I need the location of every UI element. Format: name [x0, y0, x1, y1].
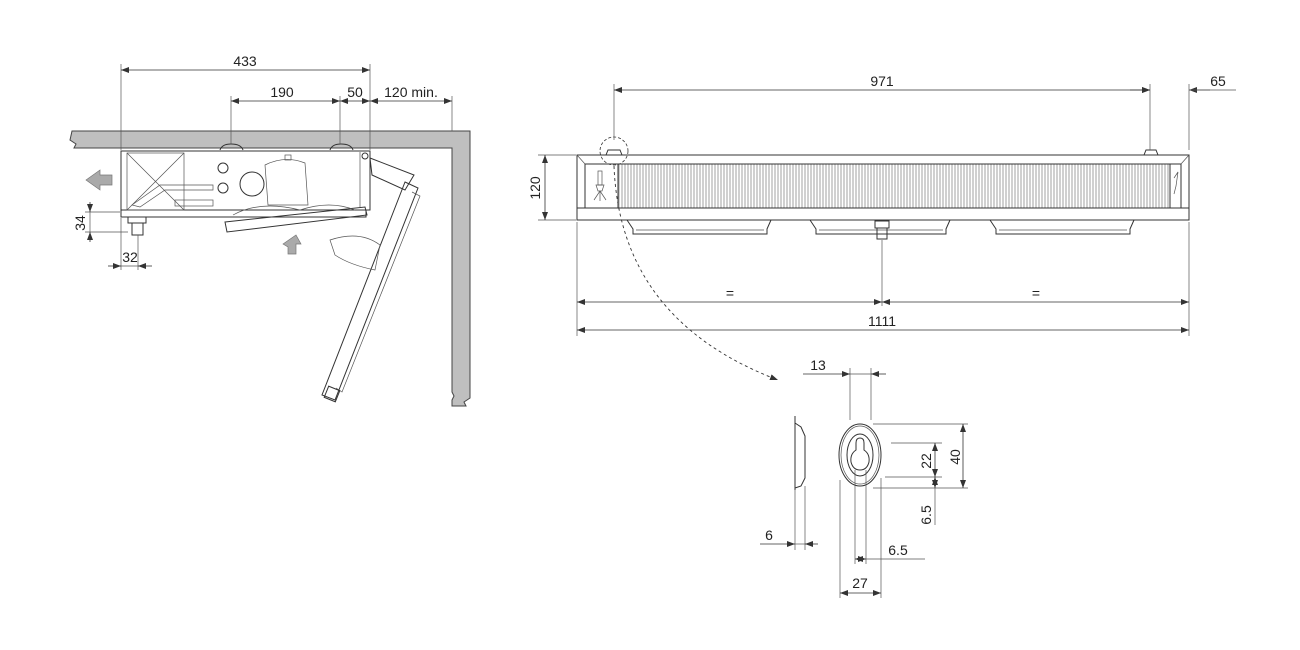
drain-fitting	[127, 216, 147, 224]
dim-433: 433	[233, 53, 257, 69]
dim-6: 6	[765, 527, 773, 543]
dim-1111: 1111	[868, 313, 896, 329]
bracket-side-profile	[794, 416, 806, 490]
dim-22: 22	[918, 453, 934, 469]
wall-section	[69, 130, 471, 407]
air-out-arrow-icon	[85, 169, 113, 191]
fan-tray	[989, 219, 1135, 235]
keyhole-icon	[850, 437, 870, 471]
dim-50: 50	[347, 84, 363, 100]
dim-equal-left: =	[726, 285, 734, 301]
bracket-outer	[838, 423, 882, 487]
hinged-panel-open	[369, 157, 415, 191]
dim-120: 120	[527, 176, 543, 200]
dim-120-min: 120 min.	[384, 84, 438, 100]
dim-6-5-vertical: 6.5	[918, 505, 934, 525]
hinge-pin	[361, 152, 369, 160]
valve-icon-right	[1173, 171, 1179, 195]
drain-fitting	[874, 220, 890, 229]
unit-housing	[120, 150, 371, 211]
coil-box	[126, 152, 185, 211]
air-in-arrow-icon	[282, 234, 302, 255]
dim-40: 40	[947, 449, 963, 465]
knockout-icon	[217, 182, 229, 194]
side-view: 433 190 50 120 min. 34 32	[69, 53, 471, 407]
mount-bracket	[329, 143, 354, 151]
fan-tray	[224, 206, 368, 233]
dim-6-5-horizontal: 6.5	[888, 542, 908, 558]
detail-callout-arrow	[613, 165, 779, 381]
dim-971: 971	[870, 73, 894, 89]
unit-front-frame	[576, 154, 1190, 221]
dim-32: 32	[122, 249, 138, 265]
detail-callout-circle	[599, 136, 629, 166]
dim-equal-right: =	[1032, 285, 1040, 301]
fan-motor	[264, 159, 309, 206]
fan-tray	[809, 219, 951, 235]
mount-bracket	[605, 149, 623, 156]
drain-fitting-open	[323, 385, 341, 403]
dim-27: 27	[852, 575, 868, 591]
front-view: 971 65 120 = = 1111	[527, 73, 1236, 381]
coil-fins	[617, 163, 1171, 209]
fan-tray	[626, 219, 772, 235]
dim-190: 190	[270, 84, 294, 100]
knockout-icon	[239, 171, 265, 197]
mount-bracket	[1143, 149, 1159, 156]
expansion-valve-icon	[593, 170, 607, 201]
dim-13: 13	[810, 357, 826, 373]
bracket-detail: 13 40 22 6.5 6 6.5 27	[760, 357, 968, 598]
dim-65: 65	[1210, 73, 1226, 89]
dim-34: 34	[72, 215, 88, 231]
knockout-icon	[217, 162, 229, 174]
